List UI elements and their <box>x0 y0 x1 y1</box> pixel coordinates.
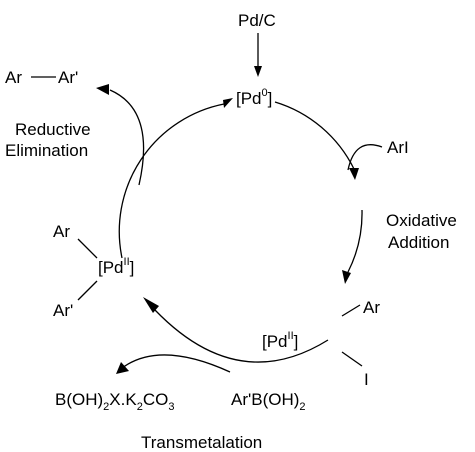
pd2-left-ar-prime-bond <box>77 280 98 301</box>
pd0-complex: [Pd0] <box>236 87 272 108</box>
cycle-arc-left <box>118 103 225 259</box>
product-ar: Ar <box>5 68 22 87</box>
cycle-arc-top-right <box>274 101 355 170</box>
product-ar-prime: Ar' <box>58 68 78 87</box>
boronic-acid-label: Ar'B(OH)2 <box>231 390 306 413</box>
pd2-right-iodide: I <box>364 370 369 389</box>
reductive-elimination-label-1: Reductive <box>15 120 91 139</box>
pd2-right-ar-bond <box>341 304 361 317</box>
cycle-arc-right <box>347 209 363 273</box>
pd2-right-complex: [PdII] <box>262 330 298 351</box>
pd-c-label: Pd/C <box>238 11 276 30</box>
transmetalation-label: Transmetalation <box>141 433 262 452</box>
transmetalation-arrow <box>116 362 129 374</box>
oxidative-addition-label-2: Addition <box>388 233 449 252</box>
oxidative-addition-label-1: Oxidative <box>386 211 457 230</box>
pd-c-arrow-head <box>254 66 262 77</box>
transmetalation-curve <box>121 354 231 373</box>
aryl-iodide-curve <box>347 144 383 171</box>
cycle-arrow-to-pd0 <box>223 98 233 108</box>
pd2-left-ar-bond <box>77 238 98 259</box>
pd2-left-ar-prime: Ar' <box>53 301 73 320</box>
reductive-elimination-curve <box>109 89 145 186</box>
pd2-left-ar: Ar <box>53 222 70 241</box>
cycle-arc-bottom <box>154 309 329 363</box>
pd2-left-complex: [PdII] <box>98 256 134 277</box>
reductive-elimination-arrow <box>96 84 109 95</box>
cycle-arrow-oxidative <box>349 168 359 180</box>
cycle-arrow-to-pd2-right <box>342 270 351 284</box>
pd2-right-ar: Ar <box>363 298 380 317</box>
byproduct-label: B(OH)2X.K2CO3 <box>55 390 174 413</box>
aryl-iodide-label: ArI <box>387 138 409 157</box>
cycle-arrow-to-pd2-left <box>143 297 159 313</box>
pd2-right-iodide-bond <box>341 351 363 367</box>
reductive-elimination-label-2: Elimination <box>5 141 88 160</box>
